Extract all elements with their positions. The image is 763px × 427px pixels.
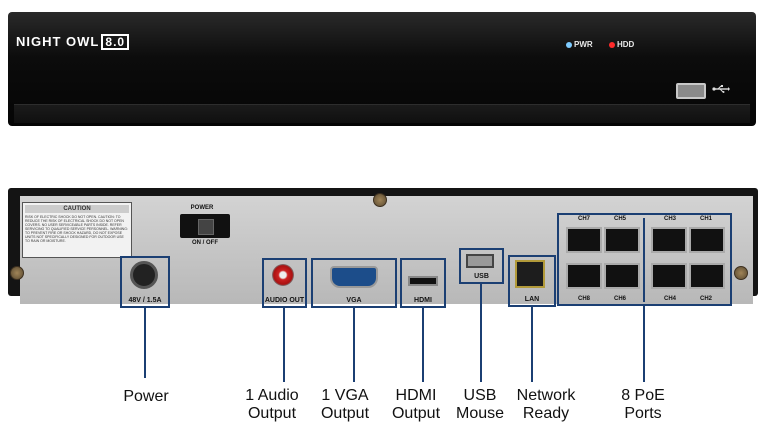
caption-vga-line2: Output — [320, 405, 370, 422]
caption-usb: USB Mouse — [450, 387, 510, 423]
power-switch-label: POWER — [190, 205, 214, 211]
pwr-led-icon — [566, 41, 572, 48]
poe-port-ch8[interactable] — [566, 263, 602, 289]
lan-label: LAN — [524, 296, 540, 303]
caption-poe-line1: 8 PoE — [621, 387, 665, 404]
caution-label: CAUTION RISK OF ELECTRIC SHOCK DO NOT OP… — [22, 202, 132, 258]
usb-connector-line — [480, 284, 482, 382]
caption-audio-line2: Output — [247, 405, 297, 422]
pwr-led-label: PWR — [574, 40, 593, 49]
front-panel-strip — [14, 104, 750, 123]
hdd-led-label: HDD — [617, 40, 635, 49]
vga-label: VGA — [346, 297, 362, 304]
poe-port-ch7[interactable] — [566, 227, 602, 253]
caution-text: RISK OF ELECTRIC SHOCK DO NOT OPEN. CAUT… — [25, 215, 128, 243]
caption-poe: 8 PoE Ports — [610, 387, 676, 423]
caption-vga-line1: 1 VGA — [321, 387, 369, 404]
hdd-led-indicator: HDD — [609, 40, 634, 50]
poe-label-ch8: CH8 — [578, 296, 591, 302]
poe-port-ch2[interactable] — [689, 263, 725, 289]
hdmi-connector-line — [422, 308, 424, 382]
screw-icon — [734, 266, 748, 280]
rear-usb-port[interactable] — [466, 254, 494, 268]
vga-connector-line — [353, 308, 355, 382]
caption-audio-line1: 1 Audio — [245, 387, 299, 404]
poe-port-ch4[interactable] — [651, 263, 687, 289]
poe-port-ch6[interactable] — [604, 263, 640, 289]
power-connector-line — [144, 308, 146, 378]
caption-hdmi-line2: Output — [391, 405, 441, 422]
usb-port-highlight: USB — [459, 248, 504, 284]
poe-ports-highlight — [557, 213, 732, 306]
usb-icon — [712, 84, 730, 97]
hdmi-port[interactable] — [408, 276, 438, 286]
lan-connector-line — [531, 307, 533, 382]
power-switch[interactable] — [180, 214, 230, 238]
caption-lan: Network Ready — [508, 387, 584, 423]
poe-label-ch6: CH6 — [614, 296, 627, 302]
caption-poe-line2: Ports — [624, 405, 662, 422]
poe-label-ch1: CH1 — [700, 216, 713, 222]
caption-usb-line2: Mouse — [455, 405, 505, 422]
vga-port-highlight: VGA — [311, 258, 397, 308]
poe-label-ch4: CH4 — [664, 296, 677, 302]
caption-hdmi: HDMI Output — [384, 387, 448, 423]
usb-label: USB — [474, 273, 489, 280]
caution-title: CAUTION — [25, 205, 129, 213]
screw-icon — [10, 266, 24, 280]
lan-port[interactable] — [515, 260, 545, 288]
vga-port[interactable] — [330, 266, 378, 288]
caption-usb-line1: USB — [463, 387, 497, 404]
poe-port-ch3[interactable] — [651, 227, 687, 253]
front-usb-port[interactable] — [676, 83, 706, 99]
caption-power: Power — [114, 388, 178, 406]
screw-icon — [373, 193, 387, 207]
poe-divider — [643, 218, 645, 302]
hdmi-port-highlight: HDMI — [400, 258, 446, 308]
logo-number: 8.0 — [101, 34, 130, 50]
hdd-led-icon — [609, 41, 615, 48]
poe-connector-line — [643, 306, 645, 382]
caption-lan-line2: Ready — [522, 405, 570, 422]
onoff-label: ON / OFF — [192, 240, 218, 246]
audio-out-jack[interactable] — [272, 264, 294, 286]
power-port-highlight: 48V / 1.5A — [120, 256, 170, 308]
logo-text: NIGHT OWL — [16, 34, 100, 49]
caption-lan-line1: Network — [516, 387, 576, 404]
lan-port-highlight: LAN — [508, 255, 556, 307]
poe-port-ch5[interactable] — [604, 227, 640, 253]
dc-label: 48V / 1.5A — [128, 297, 162, 304]
caption-hdmi-line1: HDMI — [395, 387, 437, 404]
rocker-icon — [198, 219, 214, 235]
caption-audio: 1 Audio Output — [236, 387, 308, 423]
poe-label-ch5: CH5 — [614, 216, 627, 222]
caption-power-line1: Power — [123, 388, 169, 405]
caption-vga: 1 VGA Output — [312, 387, 378, 423]
dc-power-jack[interactable] — [130, 261, 158, 289]
audio-label: AUDIO OUT — [264, 297, 305, 304]
poe-label-ch7: CH7 — [578, 216, 591, 222]
hdmi-label: HDMI — [414, 297, 432, 304]
poe-label-ch2: CH2 — [700, 296, 713, 302]
poe-port-ch1[interactable] — [689, 227, 725, 253]
poe-label-ch3: CH3 — [664, 216, 677, 222]
audio-connector-line — [283, 308, 285, 382]
audio-port-highlight: AUDIO OUT — [262, 258, 307, 308]
pwr-led-indicator: PWR — [566, 40, 593, 50]
